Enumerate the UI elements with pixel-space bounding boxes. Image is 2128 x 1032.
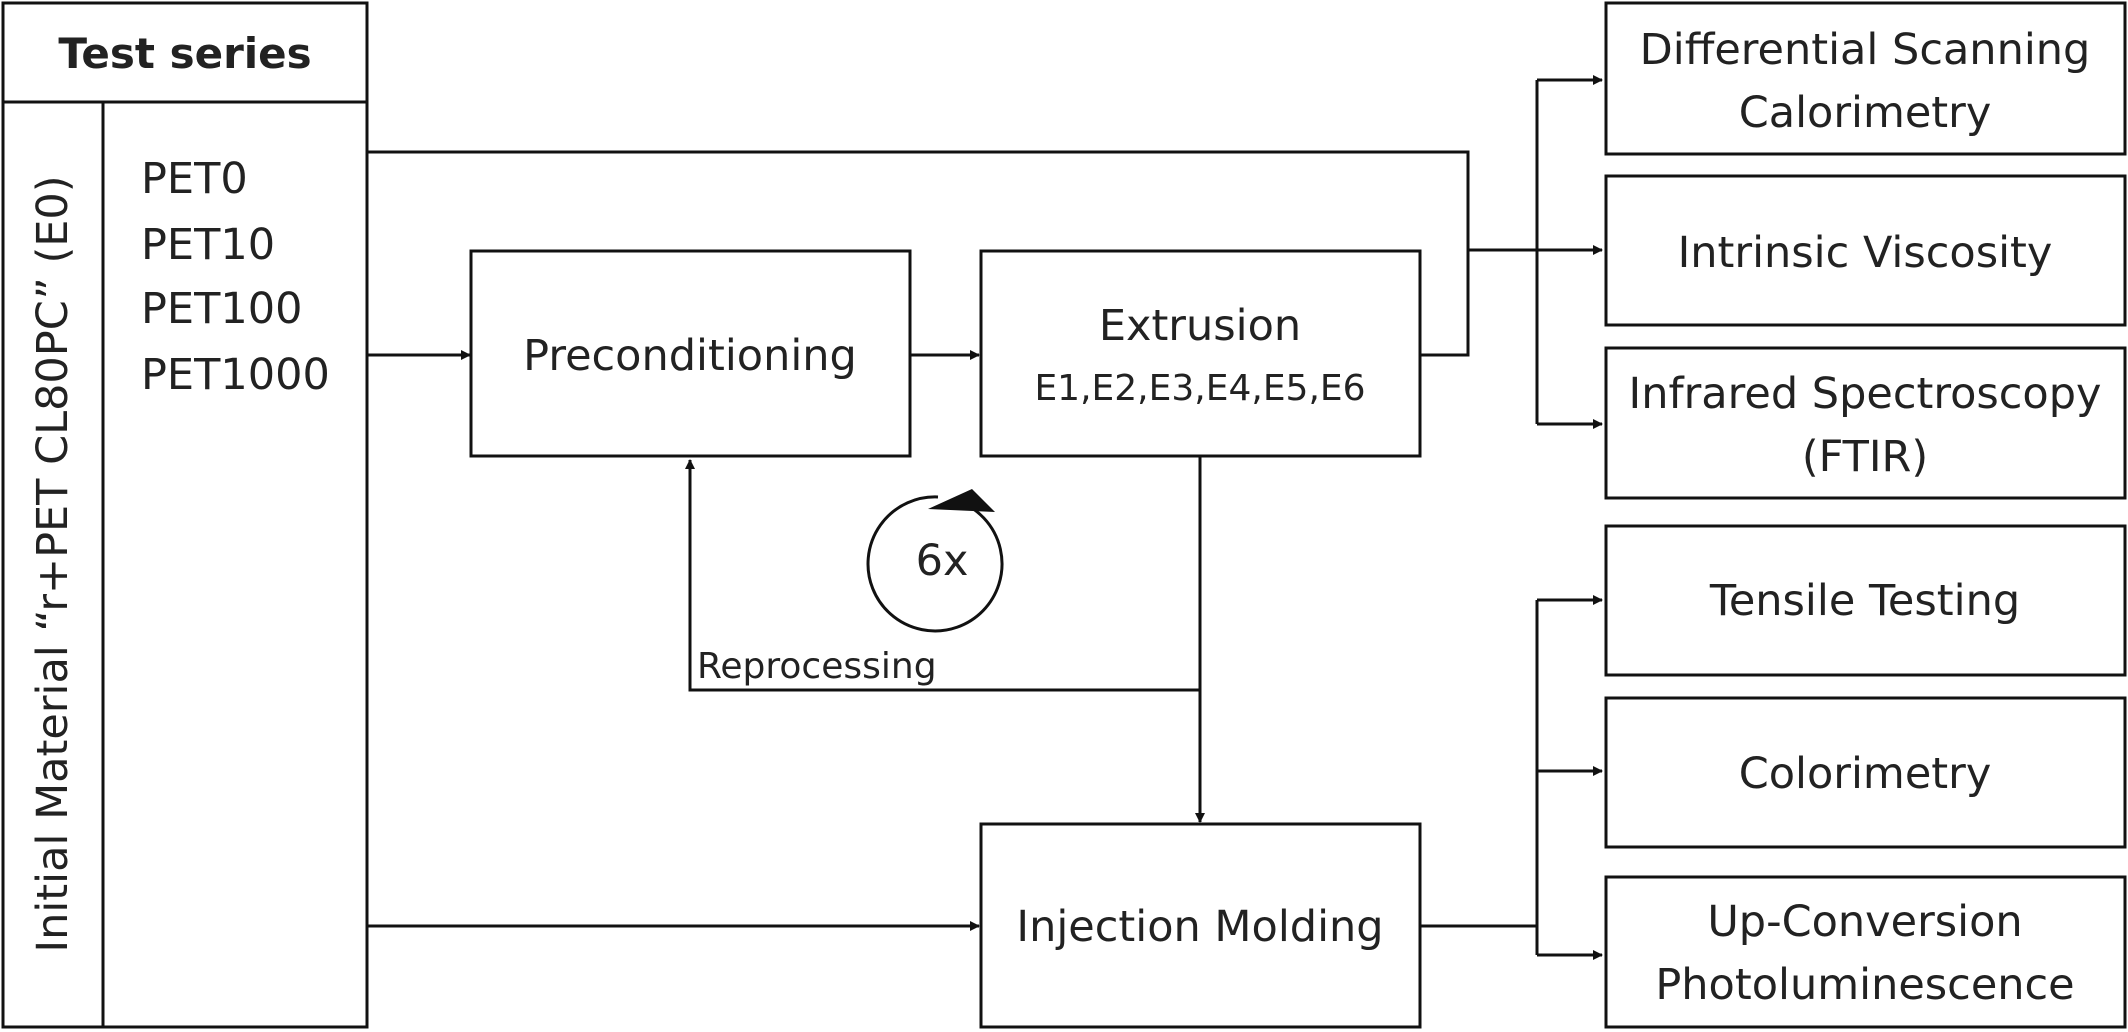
preconditioning-box: Preconditioning [469, 249, 912, 458]
tensile-testing-box: Tensile Testing [1604, 524, 2127, 677]
test-series-panel: Test series Initial Material “r+PET CL80… [1, 1, 369, 1029]
reprocessing-label: Reprocessing [697, 646, 937, 687]
injection-molding-label: Injection Molding [1016, 902, 1383, 952]
ftir-label-line1: Infrared Spectroscopy [1629, 369, 2102, 419]
dsc-box: Differential Scanning Calorimetry [1604, 1, 2127, 156]
colorimetry-box: Colorimetry [1604, 696, 2127, 849]
extrusion-label: Extrusion [1099, 301, 1301, 351]
sample-pet10: PET10 [141, 220, 275, 270]
tensile-testing-label: Tensile Testing [1709, 576, 2020, 626]
sample-pet0: PET0 [141, 154, 248, 204]
repeat-cycle-icon: 6x [866, 489, 1004, 633]
initial-material-label: Initial Material “r+PET CL80PC” (E0) [28, 175, 78, 952]
intrinsic-viscosity-label: Intrinsic Viscosity [1678, 228, 2053, 278]
dsc-label-line1: Differential Scanning [1640, 25, 2091, 75]
intrinsic-viscosity-box: Intrinsic Viscosity [1604, 174, 2127, 327]
test-series-title: Test series [58, 29, 311, 78]
injection-molding-box: Injection Molding [979, 822, 1422, 1029]
sample-pet1000: PET1000 [141, 350, 330, 400]
line-extrusion-to-analyses [1420, 250, 1470, 357]
preconditioning-label: Preconditioning [523, 331, 857, 381]
ftir-box: Infrared Spectroscopy (FTIR) [1604, 346, 2127, 500]
upconversion-label-line2: Photoluminescence [1655, 960, 2074, 1010]
extrusion-box: Extrusion E1,E2,E3,E4,E5,E6 [979, 249, 1422, 458]
dsc-label-line2: Calorimetry [1739, 88, 1992, 138]
upconversion-box: Up-Conversion Photoluminescence [1604, 875, 2127, 1029]
colorimetry-label: Colorimetry [1739, 749, 1992, 799]
ftir-label-line2: (FTIR) [1802, 432, 1928, 482]
repeat-count: 6x [916, 536, 969, 586]
sample-pet100: PET100 [141, 284, 302, 334]
line-samples-top-bypass [367, 150, 1470, 250]
extrusion-steps: E1,E2,E3,E4,E5,E6 [1034, 368, 1365, 409]
connectors [367, 75, 1603, 960]
upconversion-label-line1: Up-Conversion [1707, 897, 2022, 947]
arrow-reprocessing-loop [685, 459, 1200, 692]
